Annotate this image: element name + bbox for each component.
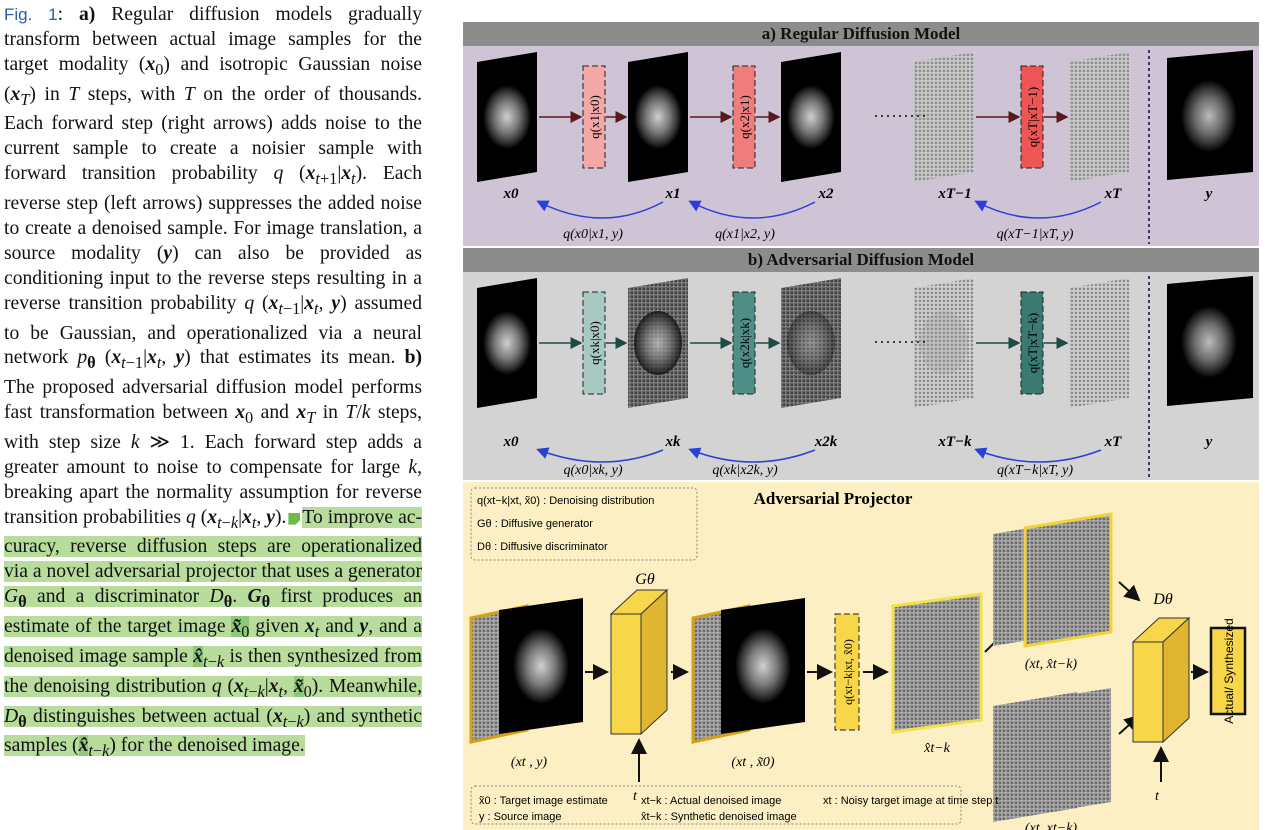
- generator-label: Gθ: [635, 571, 655, 588]
- legend-source-image: y : Source image: [479, 811, 562, 823]
- t-label: t: [633, 789, 638, 804]
- node-label: y: [1204, 186, 1213, 202]
- denoise-box-label: q(xt−k|xt, x̃0): [841, 639, 855, 705]
- image-x2: [781, 52, 841, 182]
- image-xT-1: [914, 52, 974, 182]
- panel-regular-diffusion: a) Regular Diffusion Model: [463, 22, 1259, 246]
- panel-b-title: b) Adversarial Diffusion Model: [463, 248, 1259, 272]
- panel-adversarial-diffusion: b) Adversarial Diffusion Model: [463, 248, 1259, 480]
- image-xT: [1069, 278, 1129, 408]
- node-label: y: [1204, 434, 1213, 450]
- svg-text:·········: ·········: [873, 332, 927, 352]
- image-xT-k: [914, 278, 974, 408]
- transition-label: q(xT|xT−1): [1025, 87, 1040, 147]
- annotation-note-icon[interactable]: [288, 512, 301, 525]
- t-label: t: [1155, 789, 1160, 804]
- node-label: x0: [503, 434, 520, 450]
- node-label: xk: [665, 434, 682, 450]
- node-label: x1: [665, 186, 681, 202]
- output-label: Actual/ Synthesized: [1222, 618, 1236, 723]
- node-label: xT−k: [937, 434, 972, 450]
- image-x2k: [781, 278, 841, 408]
- node-label: xT: [1104, 434, 1123, 450]
- image-xk: [628, 278, 688, 408]
- legend-noisy-target: xt : Noisy target image at time step t: [823, 795, 998, 807]
- diffusion-figure: a) Regular Diffusion Model: [463, 22, 1259, 830]
- legend-denoising: q(xt−k|xt, x̃0) : Denoising distribution: [477, 495, 654, 507]
- image-xT: [1069, 52, 1129, 182]
- svg-text:·········: ·········: [873, 106, 927, 126]
- panel-a-title: a) Regular Diffusion Model: [463, 22, 1259, 46]
- reverse-label: q(xT−1|xT, y): [997, 227, 1074, 242]
- reverse-label: q(x1|x2, y): [715, 227, 775, 242]
- image-x0: [477, 278, 537, 408]
- panel-b-diagram: ········· q(xk|x0) q(x2k|xk) q(xT|xT−k) …: [477, 276, 1253, 478]
- image-x1: [628, 52, 688, 182]
- pair-real-label: (xt, xt−k): [1025, 821, 1078, 830]
- reverse-label: q(xT−k|xT, y): [997, 463, 1073, 478]
- legend-target-estimate: x̃0 : Target image estimate: [479, 795, 608, 807]
- pair-fake-label: (xt, x̂t−k): [1025, 657, 1078, 672]
- transition-label: q(x2k|xk): [737, 318, 752, 368]
- legend-discriminator: Dθ : Diffusive discriminator: [477, 541, 608, 553]
- transition-label: q(x2|x1): [737, 95, 752, 139]
- transition-label: q(x1|x0): [587, 95, 602, 139]
- sample-label: x̂t−k: [923, 741, 951, 756]
- node-label: x2: [818, 186, 835, 202]
- reverse-label: q(xk|x2k, y): [712, 463, 778, 478]
- legend-generator: Gθ : Diffusive generator: [477, 518, 593, 530]
- transition-label: q(xT|xT−k): [1025, 313, 1040, 373]
- figure-caption: Fig. 1: a) Regular diffusion models grad…: [4, 4, 423, 761]
- image-y: [1167, 276, 1253, 406]
- panel-c-diagram: q(xt−k|xt, x̃0) : Denoising distribution…: [469, 487, 1247, 830]
- reverse-label: q(x0|x1, y): [563, 227, 623, 242]
- figure-label: Fig. 1: [4, 5, 58, 24]
- transition-label: q(xk|x0): [587, 321, 602, 365]
- reverse-label: q(x0|xk, y): [563, 463, 622, 478]
- node-label: x2k: [814, 434, 838, 450]
- discriminator-label: Dθ: [1152, 591, 1173, 608]
- node-label: xT−1: [937, 186, 971, 202]
- panel-a-diagram: ········· q(x1|x0) q(x2|x1) q(xT|xT−1) x…: [477, 50, 1253, 244]
- mid-label: (xt , x̃0): [731, 755, 774, 770]
- projector-title: Adversarial Projector: [754, 489, 913, 508]
- image-y: [1167, 50, 1253, 180]
- legend-actual-denoised: xt−k : Actual denoised image: [641, 795, 781, 807]
- node-label: xT: [1104, 186, 1123, 202]
- node-label: x0: [503, 186, 520, 202]
- highlighted-text[interactable]: To improve ac­curacy, reverse diffusion …: [4, 506, 423, 761]
- input-label: (xt , y): [511, 755, 547, 770]
- legend-synthetic-denoised: x̂t−k : Synthetic denoised image: [641, 811, 797, 823]
- image-x0: [477, 52, 537, 182]
- panel-adversarial-projector: q(xt−k|xt, x̃0) : Denoising distribution…: [463, 482, 1259, 830]
